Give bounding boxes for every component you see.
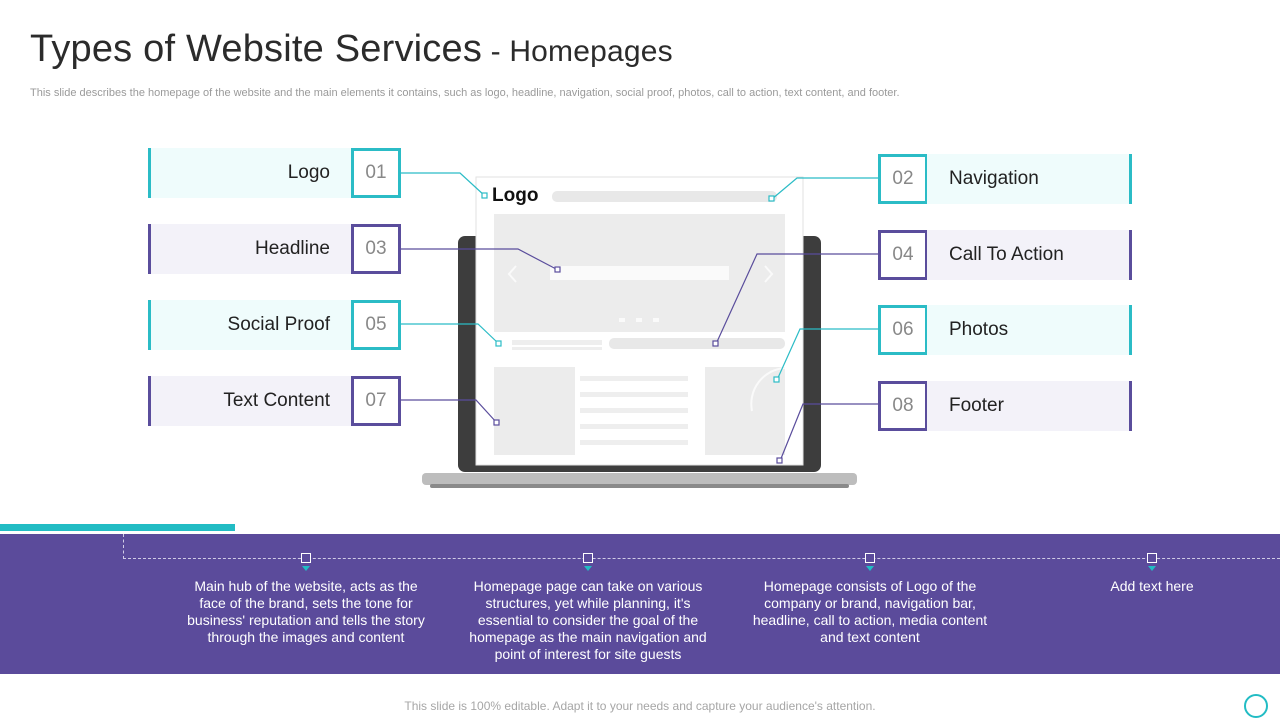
timeline-connector (123, 534, 124, 559)
connector-07-end (493, 419, 500, 426)
connector-02-end (768, 195, 775, 202)
hero-next-icon (764, 265, 774, 283)
nav-bar-mock (552, 191, 777, 202)
number-06: 06 (878, 305, 928, 355)
mockup-logo-text: Logo (492, 185, 539, 206)
connector-06-end (773, 376, 780, 383)
label-logo: Logo (148, 148, 352, 198)
title-main: Types of Website Services (30, 28, 483, 70)
connector-03-end (554, 266, 561, 273)
connector-01 (401, 172, 486, 197)
text-line-4 (580, 424, 688, 429)
column-arrow-3 (866, 566, 874, 571)
label-call-to-action: Call To Action (927, 230, 1132, 280)
hero-prev-icon (507, 265, 517, 283)
column-text-3: Homepage consists of Logo of the company… (752, 578, 988, 645)
text-content-mock (494, 367, 575, 455)
number-08: 08 (878, 381, 928, 431)
number-02: 02 (878, 154, 928, 204)
laptop-bezel (458, 236, 821, 472)
photo-arc (750, 367, 786, 412)
connector-05-end (495, 340, 502, 347)
connector-05 (401, 323, 500, 345)
headline-mock (550, 266, 729, 280)
footer-note: This slide is 100% editable. Adapt it to… (404, 699, 876, 713)
column-arrow-2 (584, 566, 592, 571)
connector-04-end (712, 340, 719, 347)
column-text-2: Homepage page can take on various struct… (469, 578, 707, 662)
column-marker-1 (301, 553, 311, 563)
label-social-proof: Social Proof (148, 300, 352, 350)
column-text-1: Main hub of the website, acts as the fac… (187, 578, 425, 645)
label-text-content: Text Content (148, 376, 352, 426)
label-footer: Footer (927, 381, 1132, 431)
connector-07 (401, 399, 498, 424)
label-navigation: Navigation (927, 154, 1132, 204)
column-arrow-4 (1148, 566, 1156, 571)
cta-mock (609, 338, 785, 349)
accent-strip (0, 524, 235, 531)
number-07: 07 (351, 376, 401, 426)
text-line-3 (580, 408, 688, 413)
column-marker-4 (1147, 553, 1157, 563)
number-01: 01 (351, 148, 401, 198)
connector-02 (771, 177, 878, 200)
slide-title: Types of Website Services - Homepages (30, 28, 673, 71)
hero-mock (494, 214, 785, 332)
title-sub: Homepages (509, 35, 673, 68)
timeline-line (123, 558, 1280, 559)
label-headline: Headline (148, 224, 352, 274)
circle-icon (1244, 694, 1268, 718)
slide-subtitle: This slide describes the homepage of the… (30, 87, 900, 99)
text-line-1 (580, 376, 688, 381)
connector-03 (401, 248, 559, 271)
social-proof-mock-2 (512, 347, 602, 350)
connector-04 (715, 253, 878, 345)
column-marker-3 (865, 553, 875, 563)
connector-08 (779, 403, 878, 462)
text-line-2 (580, 392, 688, 397)
photo-mock (705, 367, 785, 455)
column-marker-2 (583, 553, 593, 563)
description-band (0, 534, 1280, 674)
webpage-mockup (475, 176, 804, 466)
hero-dot-3 (653, 318, 659, 322)
number-04: 04 (878, 230, 928, 280)
label-photos: Photos (927, 305, 1132, 355)
hero-dot-1 (619, 318, 625, 322)
hero-dot-2 (636, 318, 642, 322)
social-proof-mock-1 (512, 340, 602, 345)
laptop-base-shadow (430, 484, 849, 488)
number-03: 03 (351, 224, 401, 274)
number-05: 05 (351, 300, 401, 350)
text-line-5 (580, 440, 688, 445)
title-separator: - (482, 35, 510, 68)
connector-01-end (481, 192, 488, 199)
connector-08-end (776, 457, 783, 464)
laptop-base (422, 473, 857, 485)
connector-06 (776, 328, 878, 381)
column-text-4[interactable]: Add text here (1110, 578, 1194, 594)
column-arrow-1 (302, 566, 310, 571)
